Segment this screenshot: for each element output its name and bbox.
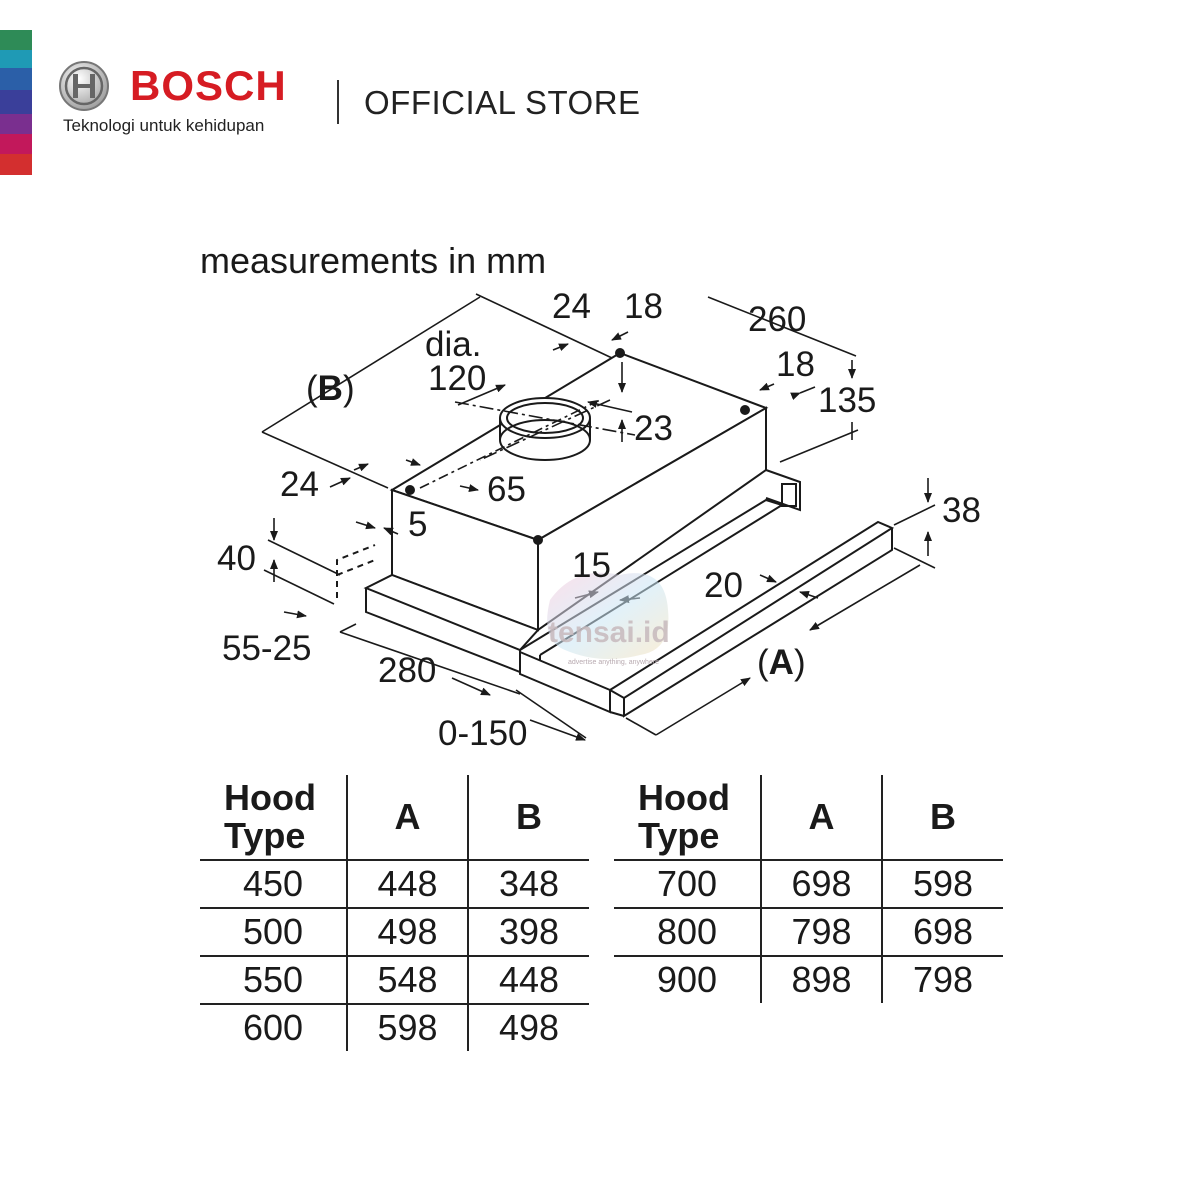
dim-18-top: 18 (624, 287, 663, 326)
table-row: 550 548 448 (200, 956, 589, 1005)
cell-hood-type: 500 (200, 908, 347, 957)
table-row: 800 798 698 (614, 908, 1003, 957)
table-row: 700 698 598 (614, 860, 1003, 909)
header-a: A (346, 775, 468, 861)
header-b: B (881, 775, 1003, 861)
header-type: Type (638, 815, 720, 856)
dim-120: 120 (428, 359, 486, 398)
watermark-text: tensai.id (548, 616, 670, 649)
dim-280: 280 (378, 651, 436, 690)
dim-b-label: (B) (306, 369, 355, 408)
cell-hood-type: 450 (200, 860, 347, 909)
cell-b: 698 (881, 908, 1003, 957)
dim-b-letter: B (318, 369, 343, 408)
header-a: A (760, 775, 882, 861)
dim-24-top: 24 (552, 287, 591, 326)
dim-15: 15 (572, 546, 611, 585)
dim-a-letter: A (769, 643, 794, 682)
cell-hood-type: 900 (656, 959, 718, 1000)
dim-65: 65 (487, 470, 526, 509)
dim-18-right: 18 (776, 345, 815, 384)
header-type: Type (224, 815, 306, 856)
header-hood: Hood (638, 777, 730, 818)
cell-hood-type: 550 (200, 956, 347, 1005)
hood-size-table-right: Hood Type A B 700 698 598 800 798 698 90… (614, 775, 1003, 1003)
measurement-note: measurements in mm (200, 240, 547, 281)
cell-a: 798 (760, 908, 882, 957)
dim-dia-label: dia. (425, 325, 481, 364)
cell-b: 448 (467, 956, 589, 1005)
cell-b: 798 (881, 956, 1003, 1003)
cell-a: 448 (346, 860, 468, 909)
watermark: tensai.id advertise anything, anywhere (547, 572, 670, 666)
dim-5: 5 (408, 505, 427, 544)
header-hood: Hood (224, 777, 316, 818)
dim-24-left: 24 (280, 465, 319, 504)
store-label: OFFICIAL STORE (364, 84, 641, 121)
table-row: 500 498 398 (200, 908, 589, 957)
dim-38: 38 (942, 491, 981, 530)
dim-a-label: (A) (757, 643, 806, 682)
brand-tagline: Teknologi untuk kehidupan (63, 116, 265, 135)
dim-0-150: 0-150 (438, 714, 528, 753)
dim-55-25: 55-25 (222, 629, 312, 668)
header-hood-type: Hood Type (614, 775, 761, 861)
table-row: 900 898 798 (614, 956, 1003, 1003)
dim-135: 135 (818, 381, 876, 420)
brand-name: BOSCH (130, 62, 287, 109)
bosch-armature-icon (59, 61, 109, 111)
dim-23: 23 (634, 409, 673, 448)
cell-hood-type: 700 (614, 860, 761, 909)
cell-b: 598 (881, 860, 1003, 909)
cell-a: 498 (346, 908, 468, 957)
header-divider (337, 80, 339, 124)
cell-a: 898 (760, 956, 882, 1003)
dim-40: 40 (217, 539, 256, 578)
cell-a: 598 (346, 1004, 468, 1051)
cell-b: 398 (467, 908, 589, 957)
table-header-row: Hood Type A B (200, 775, 589, 861)
hood-body (336, 348, 895, 718)
cell-hood-type: 600 (242, 1007, 304, 1048)
cell-b: 348 (467, 860, 589, 909)
cell-hood-type: 800 (614, 908, 761, 957)
table-row: 600 598 498 (200, 1004, 589, 1051)
hood-dimension-drawing: tensai.id advertise anything, anywhere 2… (217, 287, 981, 753)
table-header-row: Hood Type A B (614, 775, 1003, 861)
cell-a: 698 (760, 860, 882, 909)
dim-20: 20 (704, 566, 743, 605)
watermark-subtext: advertise anything, anywhere (568, 659, 659, 666)
dimension-lines (261, 293, 936, 741)
brand-color-stripe (0, 30, 32, 175)
cell-a: 548 (346, 956, 468, 1005)
dimension-labels: 24 18 260 dia. 120 18 135 23 (B) 24 65 5… (217, 287, 981, 753)
table-row: 450 448 348 (200, 860, 589, 909)
header-hood-type: Hood Type (200, 775, 347, 861)
header-b: B (467, 775, 589, 861)
hood-size-table-left: Hood Type A B 450 448 348 500 498 398 55… (200, 775, 589, 1051)
cell-b: 498 (467, 1004, 589, 1051)
dim-260: 260 (748, 300, 806, 339)
